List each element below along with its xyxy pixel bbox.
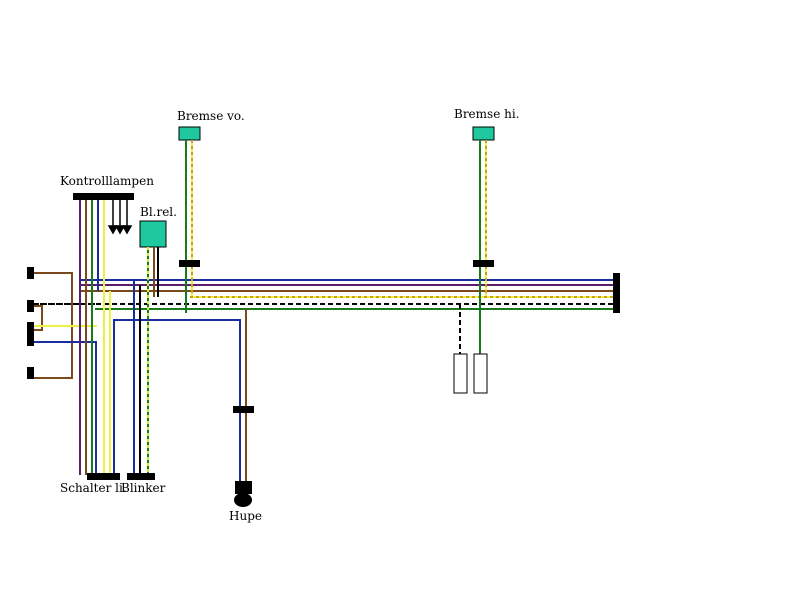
hupe-inline-connector: [233, 406, 254, 413]
left-connector-1: [27, 267, 34, 279]
horn-icon: [234, 493, 252, 507]
hupe-wires: [113, 309, 247, 481]
blinker-connector: [127, 473, 155, 480]
bremse-vo-switch: [178, 126, 201, 141]
ground-icon: [114, 225, 126, 235]
main-connector-right: [613, 273, 620, 313]
bremse-hi-switch: [472, 126, 495, 141]
bremse-vo-wires: [185, 140, 193, 313]
kontrolllampen-label: Kontrolllampen: [60, 174, 154, 188]
left-connector-4: [27, 367, 34, 379]
hupe-label: Hupe: [229, 509, 262, 523]
blinkrelais-label: Bl.rel.: [140, 205, 177, 219]
wire-hupe-blue: [113, 319, 241, 481]
schalter-li-connector: [87, 473, 120, 480]
left-connector-3: [27, 322, 34, 346]
bremse-hi-wires: [479, 140, 487, 313]
ground-icon: [121, 225, 133, 235]
bremse-hi-connector: [473, 260, 494, 267]
ground-icon: [107, 225, 119, 235]
tail-lamp-right: [473, 353, 488, 394]
kontrolllampen-connector: [73, 193, 134, 200]
bremse-vo-label: Bremse vo.: [177, 109, 245, 123]
left-connector-2: [27, 300, 34, 312]
bottom-extra-wires: [109, 280, 141, 475]
bremse-hi-label: Bremse hi.: [454, 107, 520, 121]
hupe-connector: [235, 481, 252, 494]
left-connectors: [27, 267, 34, 379]
blinkrelais-wires: [147, 247, 159, 475]
wire-left-brown-short: [34, 305, 43, 331]
blinker-label: Blinker: [121, 481, 166, 495]
tail-lamp-wires: [459, 304, 481, 354]
schalter-li-label: Schalter li.: [60, 481, 127, 495]
tail-lamp-left: [453, 353, 468, 394]
bremse-vo-connector: [179, 260, 200, 267]
ground-symbols: [107, 200, 133, 235]
blinkrelais-box: [139, 220, 167, 248]
wire-left-blue: [34, 341, 97, 475]
kontrolllampen-wires: [79, 200, 105, 475]
main-harness: [40, 279, 617, 310]
